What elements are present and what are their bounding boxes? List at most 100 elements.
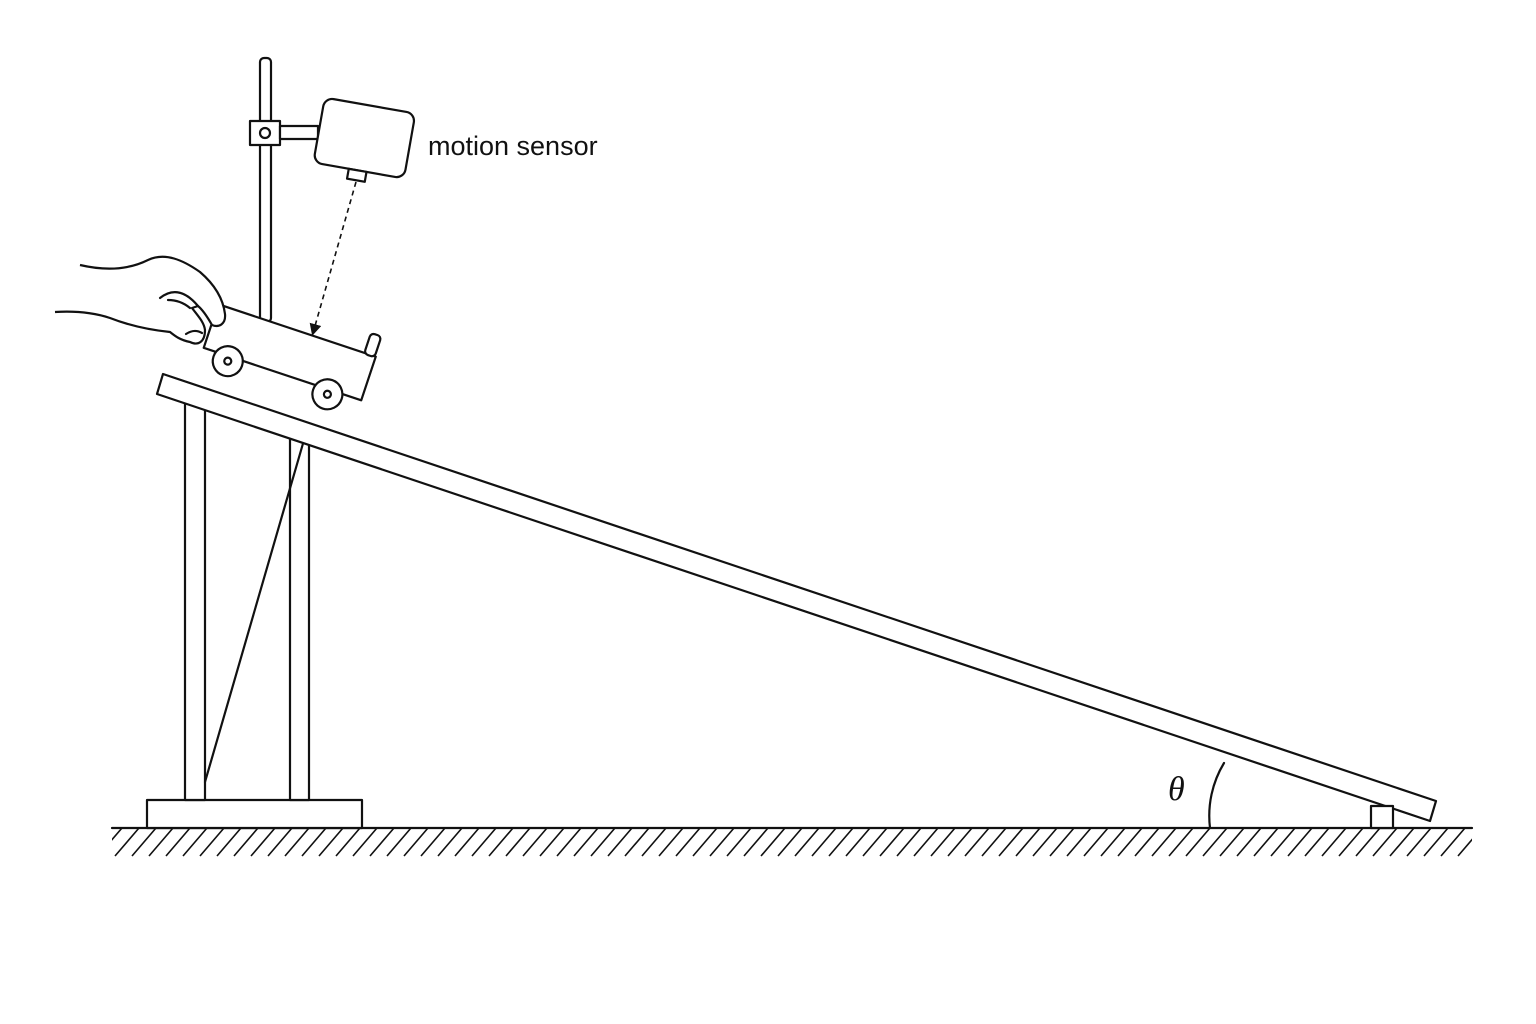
hatch-line [658, 828, 684, 857]
hatch-line [828, 828, 854, 857]
hatch-line [1423, 828, 1449, 857]
hatch-line [539, 828, 565, 857]
hatch-line [1355, 828, 1381, 857]
hatch-line [267, 828, 293, 857]
hatch-line [1083, 828, 1109, 857]
hatch-line [386, 828, 412, 857]
sensor-rod [258, 56, 273, 324]
hatch-line [998, 828, 1024, 857]
sensor-beam-arrow [309, 181, 357, 336]
hatch-line [284, 828, 310, 857]
hatch-line [1185, 828, 1211, 857]
hatch-line [590, 828, 616, 857]
motion-sensor-label: motion sensor [428, 131, 598, 161]
hatch-line [743, 828, 769, 857]
hatch-line [1151, 828, 1177, 857]
hatch-line [522, 828, 548, 857]
hatch-line [250, 828, 276, 857]
hatch-line [1475, 828, 1499, 856]
hatch-line [182, 828, 208, 857]
cart [202, 303, 382, 411]
stand-diagonal-brace [203, 438, 306, 784]
hatch-line [131, 828, 157, 857]
hatch-line [1440, 828, 1466, 857]
hatch-line [709, 828, 735, 857]
clamp-screw [258, 126, 272, 140]
hatch-line [862, 828, 888, 857]
hatch-line [1049, 828, 1075, 857]
hatch-line [1321, 828, 1347, 857]
hatch-line [352, 828, 378, 857]
ramp [155, 372, 1438, 823]
cart-front-axle [322, 389, 332, 399]
motion-sensor [313, 97, 416, 183]
hatch-line [1338, 828, 1364, 857]
hatch-line [216, 828, 242, 857]
hatch-line [335, 828, 361, 857]
hatch-line [573, 828, 599, 857]
hatch-line [981, 828, 1007, 857]
cart-rear-axle [223, 356, 233, 366]
hatch-line [1066, 828, 1092, 857]
angle-arc [1208, 761, 1226, 830]
hatch-line [760, 828, 786, 857]
hatch-line [233, 828, 259, 857]
hatch-line [1168, 828, 1194, 857]
cart-flag-post [364, 332, 382, 358]
hatch-line [964, 828, 990, 857]
hatch-line [624, 828, 650, 857]
hatch-line [301, 828, 327, 857]
hatch-line [505, 828, 531, 857]
hatch-line [1287, 828, 1313, 857]
hatch-line [403, 828, 429, 857]
hatch-line [1372, 828, 1398, 857]
hatch-line [794, 828, 820, 857]
hatch-line [454, 828, 480, 857]
cart-body [202, 303, 377, 402]
hatch-line [1202, 828, 1228, 857]
hatch-line [318, 828, 344, 857]
ground-hatching [112, 828, 1499, 857]
hatch-line [811, 828, 837, 857]
hatch-line [1219, 828, 1245, 857]
hatch-line [930, 828, 956, 857]
hatch-line [641, 828, 667, 857]
hatch-line [1406, 828, 1432, 857]
stand-left-leg [183, 393, 207, 802]
clamp-arm [278, 124, 320, 141]
hatch-line [165, 828, 191, 857]
hatch-line [1100, 828, 1126, 857]
ramp-support [1369, 804, 1395, 830]
hatch-line [112, 828, 123, 841]
hatch-line [726, 828, 752, 857]
hatch-line [114, 828, 140, 857]
hatch-line [1270, 828, 1296, 857]
hatch-line [1236, 828, 1262, 857]
hatch-line [1304, 828, 1330, 857]
hatch-line [199, 828, 225, 857]
hatch-line [148, 828, 174, 857]
hatch-line [420, 828, 446, 857]
stand-base [145, 798, 364, 830]
hatch-line [488, 828, 514, 857]
hatch-line [1015, 828, 1041, 857]
hatch-line [913, 828, 939, 857]
hatch-line [777, 828, 803, 857]
hatch-line [1134, 828, 1160, 857]
hatch-line [1457, 838, 1472, 857]
hatch-line [1117, 828, 1143, 857]
hatch-line [556, 828, 582, 857]
hatch-line [675, 828, 701, 857]
hatch-line [1253, 828, 1279, 857]
hatch-line [471, 828, 497, 857]
cart-rear-wheel [211, 345, 244, 378]
hatch-line [845, 828, 871, 857]
hatch-line [692, 828, 718, 857]
hatch-line [369, 828, 395, 857]
hatch-line [947, 828, 973, 857]
hatch-line [607, 828, 633, 857]
hand [54, 255, 227, 345]
hatch-line [879, 828, 905, 857]
stand-right-leg [288, 436, 311, 802]
